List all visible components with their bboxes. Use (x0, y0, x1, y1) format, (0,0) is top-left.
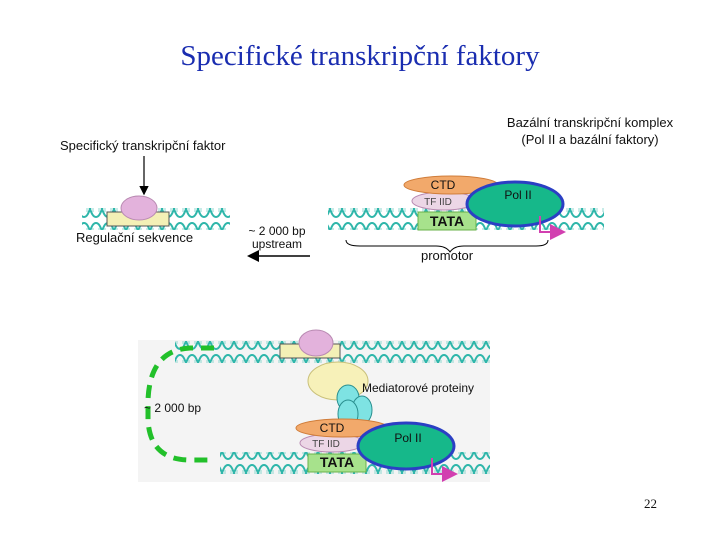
promoter-label: promotor (421, 248, 474, 263)
specific-tf-blob (120, 195, 158, 221)
basal-complex-label-line1: Bazální transkripční komplex (506, 115, 674, 130)
page-number: 22 (644, 496, 657, 511)
regulatory-sequence-label: Regulační sekvence (76, 230, 194, 245)
specific-tf-label: Specifický transkripční faktor (60, 138, 226, 153)
basal-complex-label-line2: (Pol II a bazální faktory) (521, 132, 659, 147)
pol2-top-label: Pol II (504, 188, 531, 202)
tata-box-bottom (307, 453, 367, 473)
pol2-bottom-label: Pol II (394, 431, 421, 445)
distance-label-line1: ~ 2 000 bp (248, 224, 306, 238)
start-arrow-top (539, 216, 566, 240)
page-title: Specifické transkripční faktory (180, 40, 540, 72)
pol2-top (465, 180, 565, 228)
tata-box-top (417, 211, 477, 231)
pol2-bottom (356, 421, 456, 471)
tata-bottom-label: TATA (320, 454, 354, 470)
start-arrow-bottom (431, 458, 458, 482)
loop-distance-label: ~ 2 000 bp (144, 401, 202, 415)
promoter-brace (345, 239, 549, 253)
distance-label-line2: upstream (251, 237, 303, 251)
ctd-top-label: CTD (431, 178, 456, 192)
tfiid-top-label: TF IID (424, 197, 452, 208)
mediator-label: Mediatorové proteiny (362, 381, 474, 395)
tata-top-label: TATA (430, 213, 464, 229)
tfiid-bottom-label: TF IID (312, 439, 340, 450)
ctd-bottom-label: CTD (320, 421, 345, 435)
specific-tf-blob-bottom (298, 329, 334, 357)
